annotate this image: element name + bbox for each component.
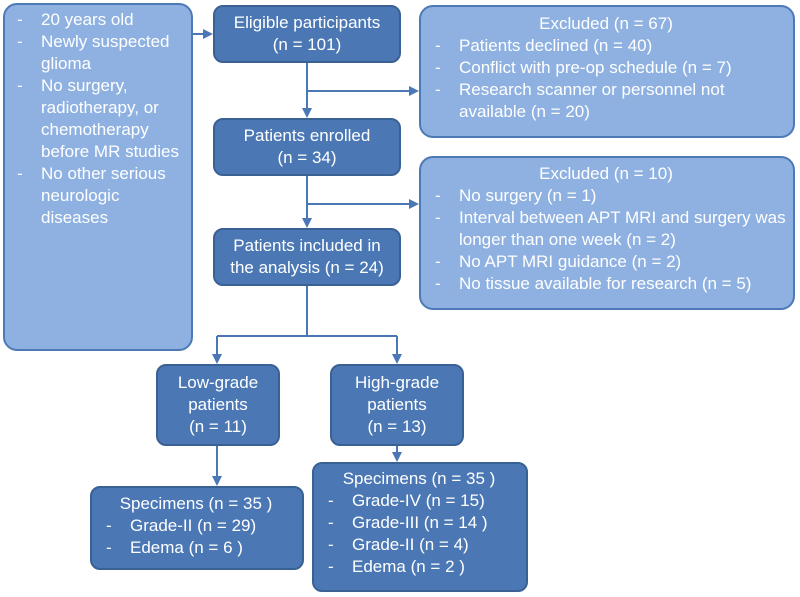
excluded-1-list: Patients declined (n = 40) Conflict with… [425, 35, 787, 123]
inclusion-criteria-box: 20 years old Newly suspected glioma No s… [3, 3, 193, 351]
patients-included-box: Patients included in the analysis (n = 2… [213, 228, 401, 286]
excluded-2-item: Interval between APT MRI and surgery was… [425, 207, 787, 251]
eligible-title: Eligible participants [233, 13, 381, 32]
eligible-participants-box: Eligible participants (n = 101) [213, 5, 401, 63]
low-grade-line-1: Low-grade [177, 373, 259, 392]
low-grade-line-2: patients [188, 395, 248, 414]
low-grade-patients-box: Low-grade patients (n = 11) [156, 364, 280, 446]
excluded-1-item: Patients declined (n = 40) [425, 35, 787, 57]
enrolled-count: (n = 34) [277, 148, 337, 167]
excluded-2-item: No tissue available for research (n = 5) [425, 273, 787, 295]
criteria-item: Newly suspected glioma [7, 31, 185, 75]
high-specimens-title: Specimens (n = 35 ) [342, 469, 496, 488]
excluded-1-title: Excluded (n = 67) [539, 14, 673, 33]
patients-enrolled-box: Patients enrolled (n = 34) [213, 118, 401, 176]
low-specimens-title: Specimens (n = 35 ) [119, 494, 273, 513]
excluded-2-title: Excluded (n = 10) [539, 164, 673, 183]
high-grade-line-1: High-grade [354, 373, 440, 392]
high-grade-line-2: patients [367, 395, 427, 414]
excluded-1-item: Research scanner or personnel not availa… [425, 79, 787, 123]
criteria-item: No other serious neurologic diseases [7, 163, 185, 229]
excluded-2-list: No surgery (n = 1) Interval between APT … [425, 185, 787, 295]
excluded-box-1: Excluded (n = 67) Patients declined (n =… [419, 5, 795, 138]
included-line-1: Patients included in [233, 236, 381, 255]
inclusion-criteria-list: 20 years old Newly suspected glioma No s… [7, 9, 185, 229]
included-line-2: the analysis (n = 24) [230, 258, 384, 277]
low-grade-count: (n = 11) [189, 417, 247, 436]
eligible-count: (n = 101) [272, 35, 342, 54]
high-grade-count: (n = 13) [367, 417, 427, 436]
high-specimens-item: Grade-III (n = 14 ) [318, 512, 520, 534]
high-specimens-item: Edema (n = 2 ) [318, 556, 520, 578]
excluded-box-2: Excluded (n = 10) No surgery (n = 1) Int… [419, 156, 795, 310]
criteria-item: 20 years old [7, 9, 185, 31]
enrolled-title: Patients enrolled [243, 126, 371, 145]
high-specimens-item: Grade-II (n = 4) [318, 534, 520, 556]
high-specimens-item: Grade-IV (n = 15) [318, 490, 520, 512]
low-specimens-list: Grade-II (n = 29) Edema (n = 6 ) [96, 515, 296, 559]
high-grade-specimens-box: Specimens (n = 35 ) Grade-IV (n = 15) Gr… [312, 462, 528, 592]
low-specimens-item: Grade-II (n = 29) [96, 515, 296, 537]
excluded-1-item: Conflict with pre-op schedule (n = 7) [425, 57, 787, 79]
excluded-2-item: No APT MRI guidance (n = 2) [425, 251, 787, 273]
criteria-item: No surgery, radiotherapy, or chemotherap… [7, 75, 185, 163]
high-grade-patients-box: High-grade patients (n = 13) [330, 364, 464, 446]
low-grade-specimens-box: Specimens (n = 35 ) Grade-II (n = 29) Ed… [90, 486, 304, 570]
low-specimens-item: Edema (n = 6 ) [96, 537, 296, 559]
excluded-2-item: No surgery (n = 1) [425, 185, 787, 207]
high-specimens-list: Grade-IV (n = 15) Grade-III (n = 14 ) Gr… [318, 490, 520, 578]
